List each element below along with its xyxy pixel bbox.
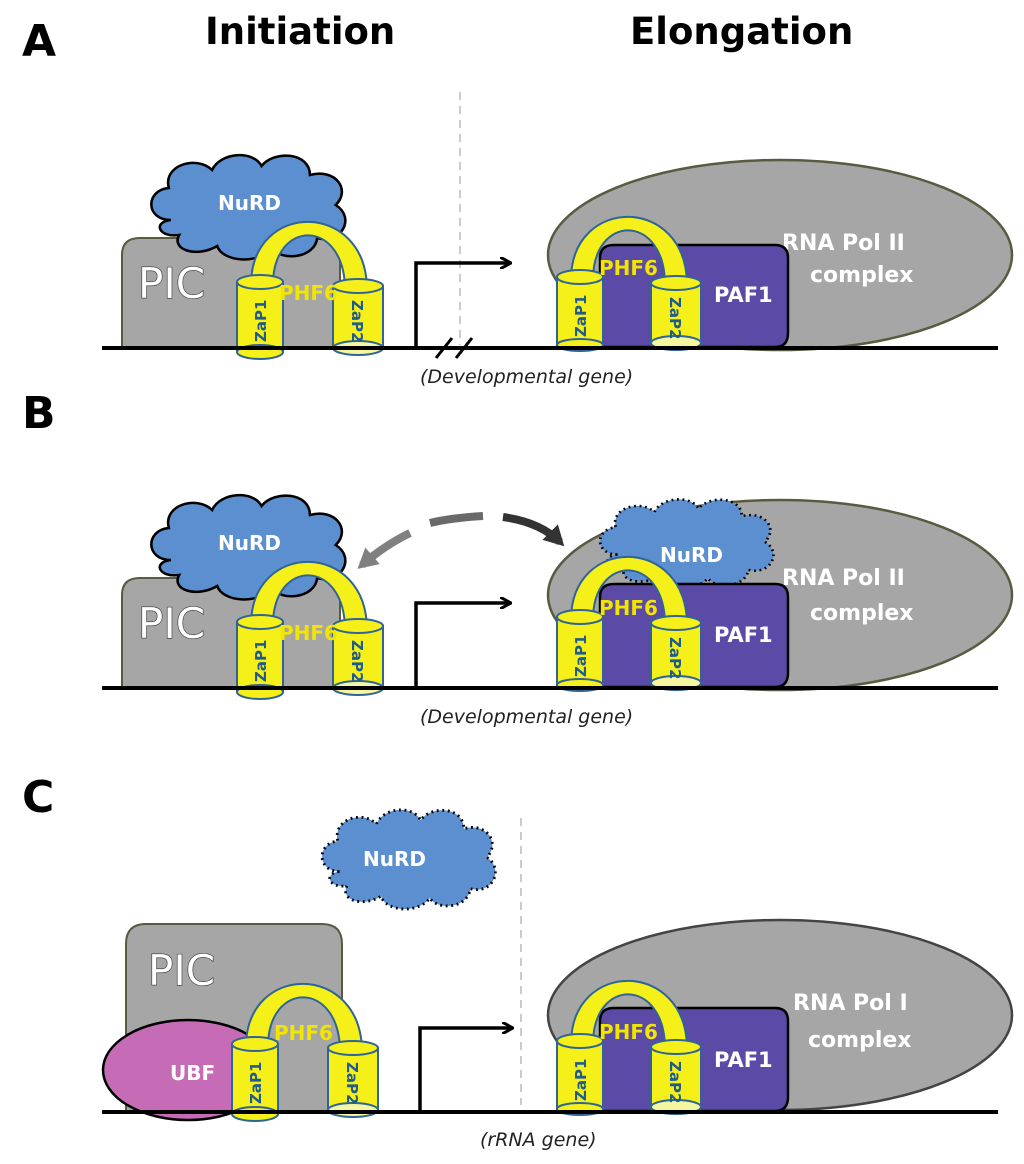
phf6-label: PHF6 <box>279 621 338 645</box>
complex-label-line2: complex <box>808 1028 911 1053</box>
shuttle-arrow-forward <box>502 513 565 547</box>
phf6-protein-elongation: PHF6 ZaP1 ZaP2 <box>556 555 702 692</box>
panel-b: PIC NuRD PHF6 ZaP1 ZaP2 NuRD RNA Pol II … <box>102 493 1014 728</box>
phf6-protein: PHF6 ZaP1 ZaP2 <box>231 982 379 1122</box>
phf6-label: PHF6 <box>279 281 338 305</box>
complex-label-line1: RNA Pol II <box>782 566 905 591</box>
zap1-cylinder <box>236 281 284 353</box>
tss-arrow <box>414 263 510 347</box>
panel-label-a: A <box>22 16 56 67</box>
panel-label-b: B <box>22 388 56 439</box>
zap1-label: ZaP1 <box>572 295 590 337</box>
ubf-label: UBF <box>170 1061 215 1085</box>
zap2-label: ZaP2 <box>348 640 366 682</box>
pic-label: PIC <box>138 259 205 308</box>
elongation-title: Elongation <box>630 10 853 53</box>
phf6-label: PHF6 <box>274 1021 333 1045</box>
shuttle-arrow-dash <box>429 512 484 527</box>
panel-c: NuRD PIC UBF PHF6 ZaP1 ZaP2 RNA Pol I co… <box>101 808 1014 1151</box>
zap2-label: ZaP2 <box>343 1062 361 1104</box>
complex-label-line1: RNA Pol I <box>793 991 908 1016</box>
paf1-label: PAF1 <box>714 283 773 307</box>
tss-arrow <box>414 603 510 687</box>
gene-label: (Developmental gene) <box>420 706 633 728</box>
zap2-label: ZaP2 <box>666 637 684 679</box>
nurd-label: NuRD <box>363 847 426 871</box>
zap2-label: ZaP2 <box>348 300 366 342</box>
initiation-title: Initiation <box>205 10 395 53</box>
complex-label-line1: RNA Pol II <box>782 231 905 256</box>
shuttle-arrow-back <box>357 529 412 569</box>
panel-label-c: C <box>22 772 54 823</box>
pic-label: PIC <box>148 946 215 995</box>
phf6-label: PHF6 <box>599 596 658 620</box>
complex-label-line2: complex <box>810 263 913 288</box>
nurd-label: NuRD <box>660 543 723 567</box>
panel-a: PIC NuRD PHF6 ZaP1 ZaP2 RNA Pol II compl… <box>102 92 1014 388</box>
zap1-label: ZaP1 <box>247 1062 265 1104</box>
nurd-label: NuRD <box>218 531 281 555</box>
gene-label: (rRNA gene) <box>480 1129 597 1151</box>
phf6-label: PHF6 <box>599 256 658 280</box>
zap1-label: ZaP1 <box>252 640 270 682</box>
tss-arrow <box>418 1028 512 1112</box>
zap2-label: ZaP2 <box>666 1061 684 1103</box>
complex-label-line2: complex <box>810 601 913 626</box>
gene-label: (Developmental gene) <box>420 366 633 388</box>
zap2-label: ZaP2 <box>666 297 684 339</box>
zap1-label: ZaP1 <box>572 1059 590 1101</box>
zap1-label: ZaP1 <box>572 635 590 677</box>
phf6-label: PHF6 <box>599 1020 658 1044</box>
zap2-cylinder <box>332 285 384 349</box>
paf1-label: PAF1 <box>714 1048 773 1072</box>
zap1-label: ZaP1 <box>252 300 270 342</box>
nurd-label: NuRD <box>218 191 281 215</box>
paf1-label: PAF1 <box>714 623 773 647</box>
pic-label: PIC <box>138 599 205 648</box>
